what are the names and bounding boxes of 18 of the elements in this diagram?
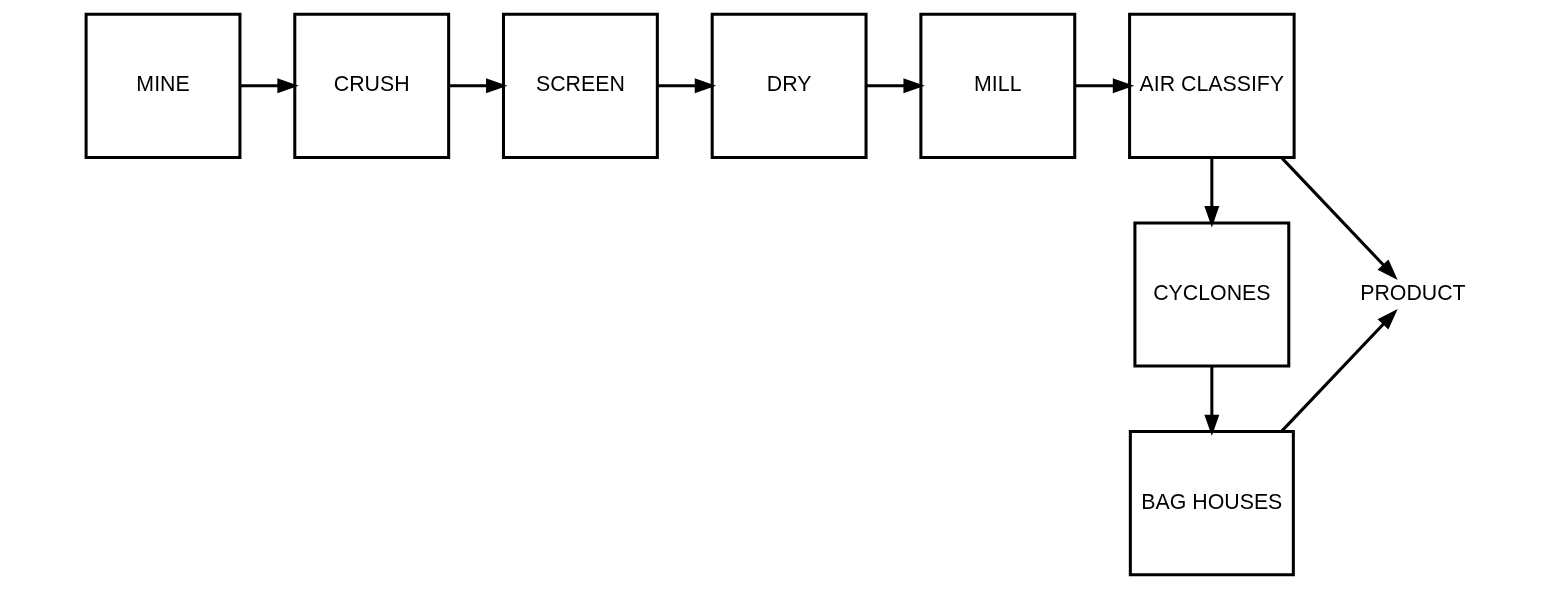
arrow [656,78,716,94]
arrow [1203,157,1219,228]
arrow [1074,78,1134,94]
node-box: MINE [84,12,241,159]
arrow [865,78,925,94]
arrow [1279,156,1398,281]
node-box: SCREEN [501,12,659,159]
node-box: CRUSH [292,12,450,159]
node-box: DRY [710,12,868,159]
arrow [1203,366,1219,437]
node-box: MILL [918,12,1076,159]
node-text: PRODUCT [1359,281,1466,306]
arrow [239,78,299,94]
node-box: BAG HOUSES [1128,430,1295,577]
arrow [1279,308,1398,433]
node-box: CYCLONES [1132,221,1290,368]
arrow [448,78,507,94]
node-box: AIR CLASSIFY [1127,12,1296,159]
